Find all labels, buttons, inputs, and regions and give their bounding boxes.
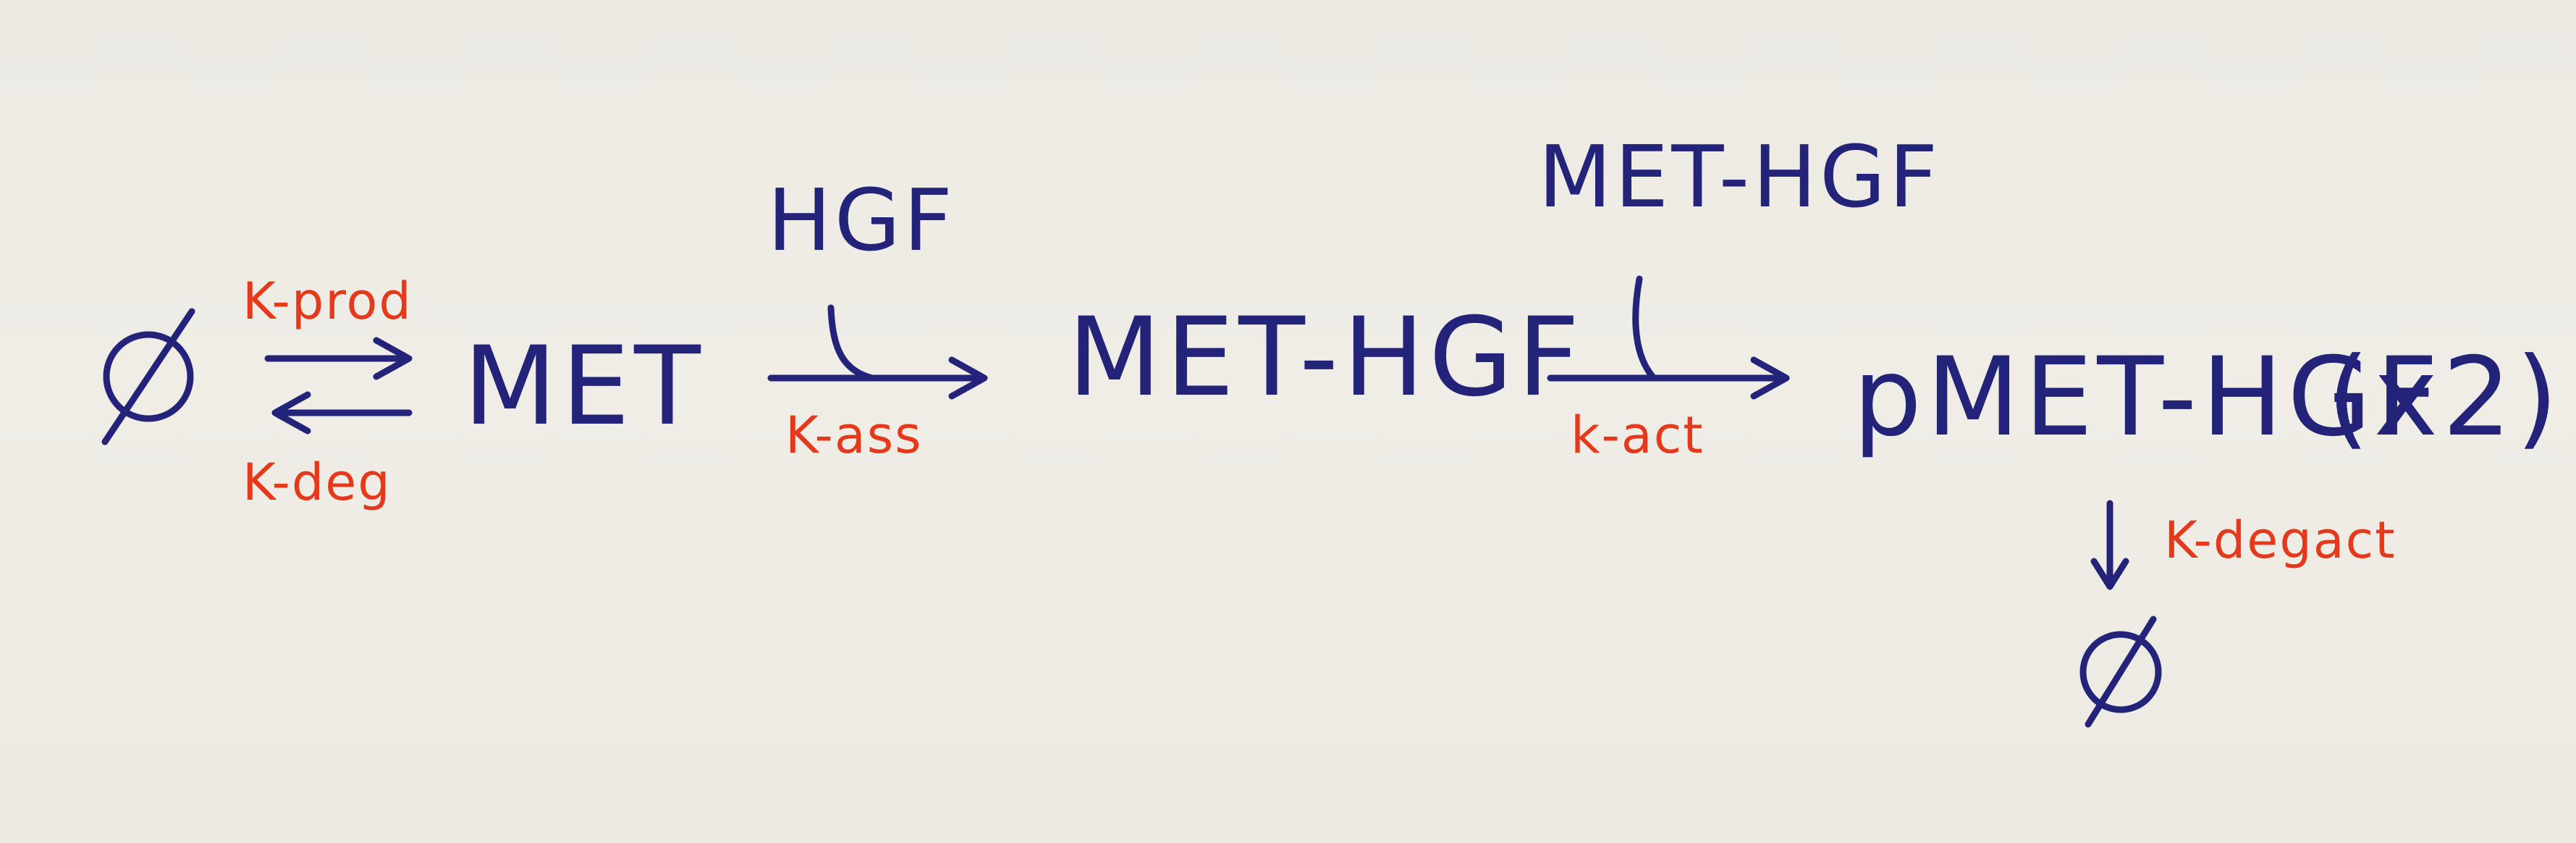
arrow-association <box>767 304 988 400</box>
empty-set-circle <box>103 331 194 422</box>
species-pmet-hgf: pMET-HGF <box>1853 335 2443 461</box>
association-arrow <box>767 356 988 400</box>
reversible-arrow-production-degradation <box>264 337 413 435</box>
arrow-active-degradation <box>2090 500 2129 590</box>
rate-label-degradation: K-deg <box>242 453 392 512</box>
rate-label-production: K-prod <box>242 272 413 331</box>
empty-set-slash <box>2085 616 2157 728</box>
activation-binding-hook <box>1632 275 1657 382</box>
species-met: MET <box>463 324 705 450</box>
rate-label-association: K-ass <box>785 406 923 465</box>
rate-label-activation: k-act <box>1571 406 1705 465</box>
empty-set-source <box>101 308 195 445</box>
modifier-hgf: HGF <box>767 170 955 270</box>
forward-arrow-production <box>264 337 413 380</box>
reverse-arrow-degradation <box>271 391 413 435</box>
rate-label-active-degradation: K-degact <box>2164 511 2396 570</box>
association-binding-hook <box>827 304 876 382</box>
stoichiometry-multiplier: (x2) <box>2327 335 2562 461</box>
empty-set-circle <box>2079 631 2162 713</box>
activation-arrow <box>1547 356 1790 400</box>
species-met-hgf: MET-HGF <box>1068 295 1584 421</box>
empty-set-sink <box>2079 616 2162 728</box>
modifier-met-hgf: MET-HGF <box>1538 127 1941 227</box>
empty-set-slash <box>101 308 195 445</box>
arrow-activation <box>1547 275 1790 400</box>
